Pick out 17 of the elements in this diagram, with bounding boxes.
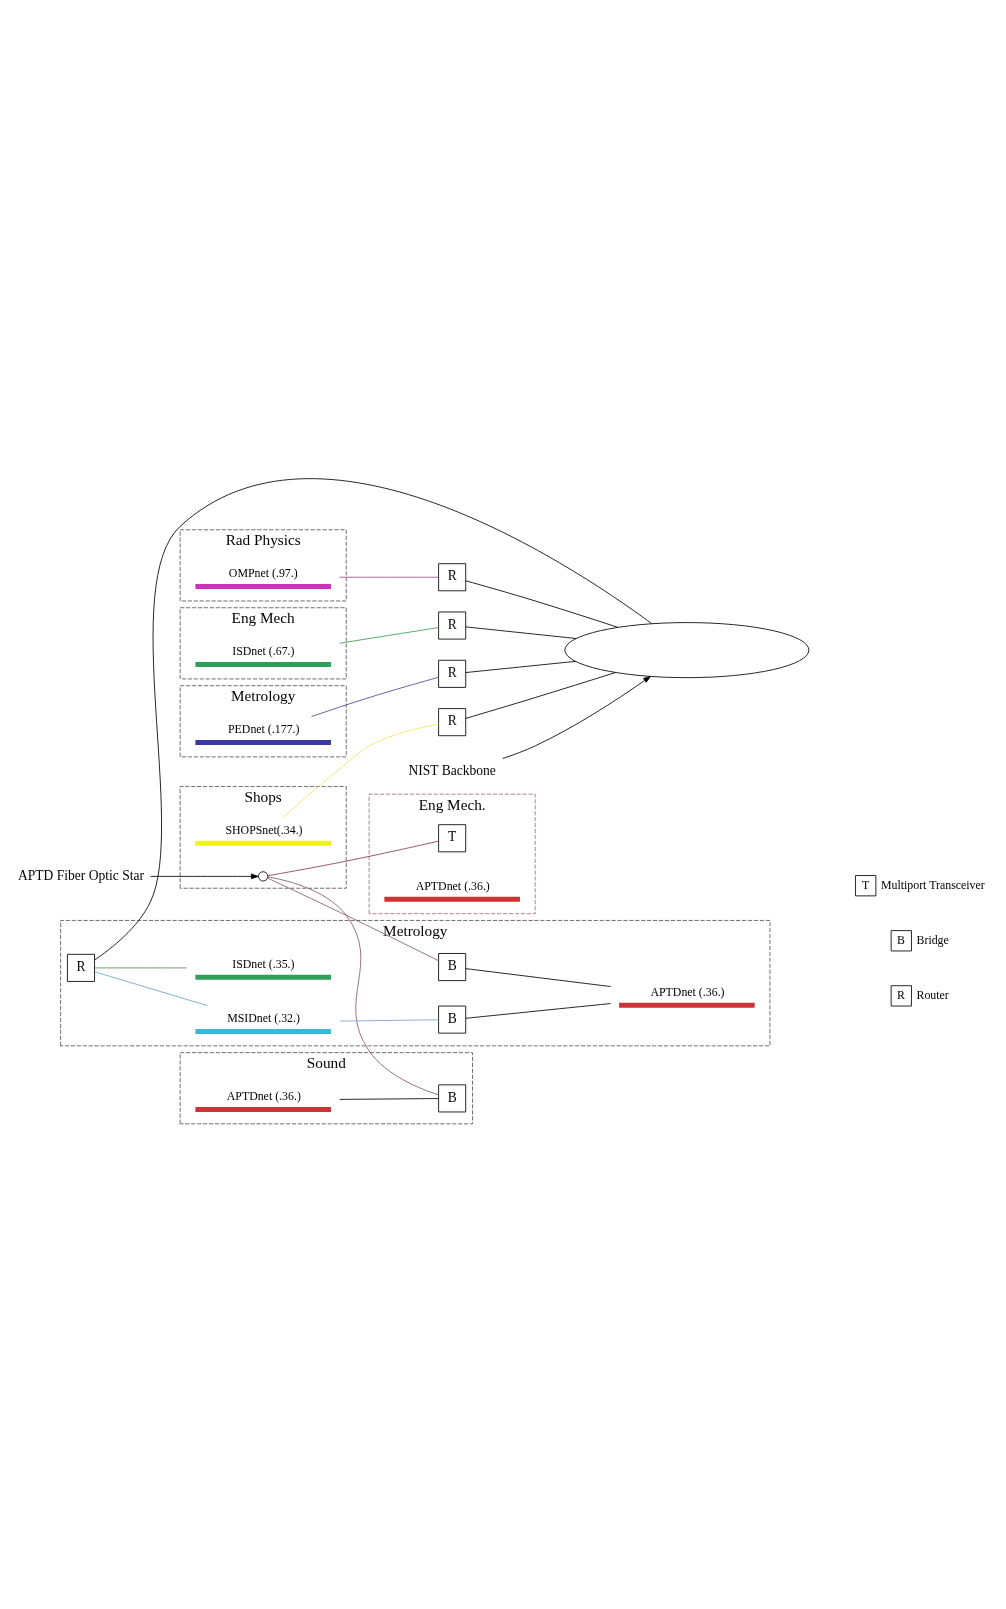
legend-label: Router [916, 988, 949, 1002]
node-text: NIST Backbone [408, 763, 496, 779]
legend-label: Bridge [916, 932, 949, 947]
node-label: OMPnet (.97.) [228, 566, 298, 581]
node-label: PEDnet (.177.) [228, 722, 300, 737]
node-label: ISDnet (.67.) [232, 644, 295, 659]
node-label: APTDnet (.36.) [415, 879, 490, 894]
label: R [897, 988, 905, 1002]
label: B [897, 932, 905, 947]
node-text: APTD Fiber Optic Star [17, 867, 145, 883]
node-label: ISDnet (.35.) [232, 957, 295, 972]
node-label: APTDnet (.36.) [650, 985, 725, 1000]
node-label: SHOPSnet(.34.) [225, 823, 303, 838]
legend-label: Multiport Transceiver [880, 877, 985, 892]
label: T [861, 877, 870, 892]
node-label: MSIDnet (.32.) [227, 1011, 300, 1026]
node-label: APTDnet (.36.) [226, 1089, 301, 1104]
